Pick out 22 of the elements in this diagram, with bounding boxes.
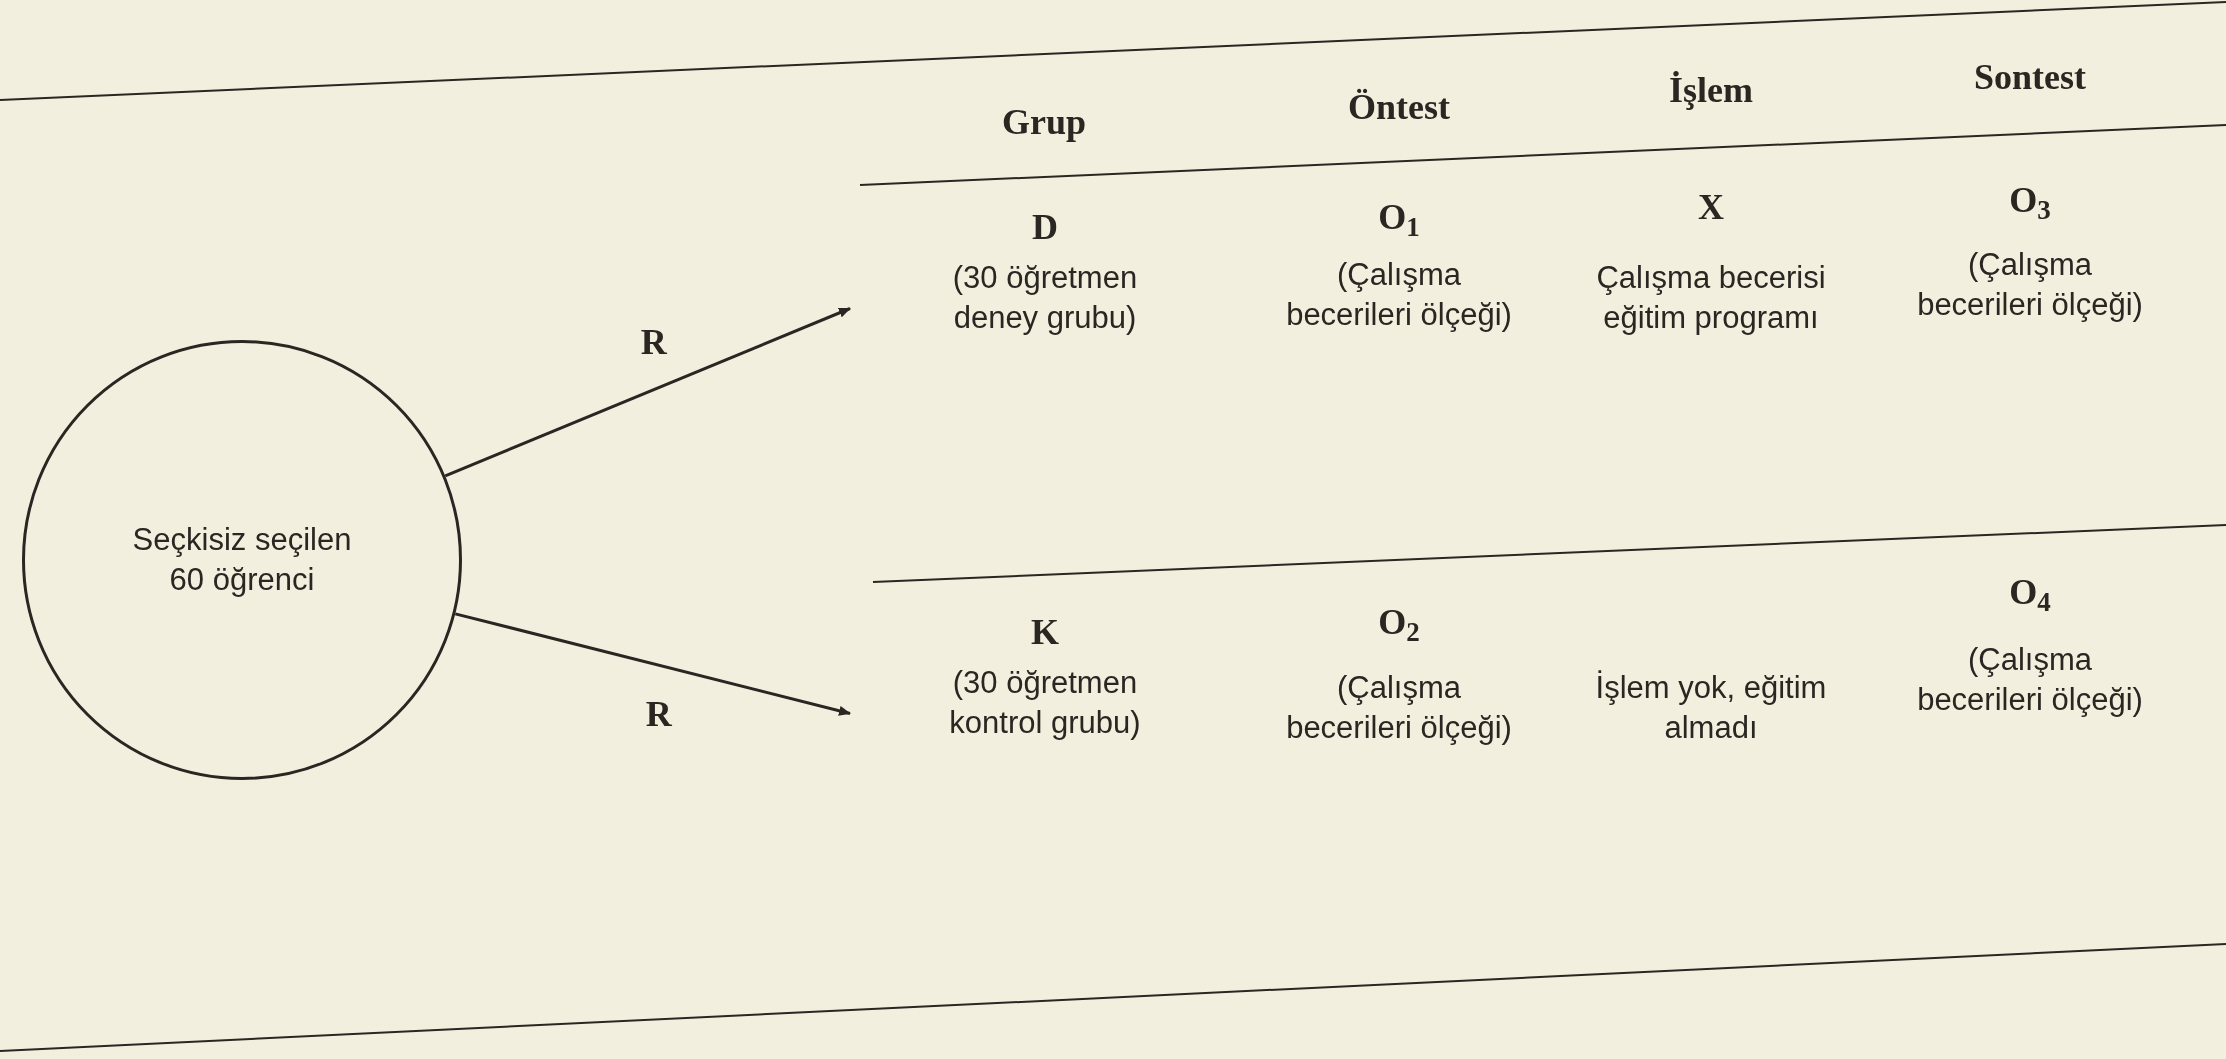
node-text: Seçkisiz seçilen 60 öğrenci <box>131 520 353 599</box>
symbol-label: O$_{1}$ <box>1377 196 1421 240</box>
group-letter: K <box>1031 611 1059 654</box>
column-header: İşlem <box>1668 69 1754 112</box>
symbol-label: O$_{2}$ <box>1377 601 1421 645</box>
node-text: (30 öğretmen kontrol grubu) <box>948 664 1142 743</box>
cell-text: İşlem yok, eğitim almadı <box>1594 669 1828 748</box>
symbol-label: O$_{3}$ <box>2008 179 2052 223</box>
cell-text: (Çalışma becerileri ölçeği) <box>1285 669 1513 748</box>
cell-text: (Çalışma becerileri ölçeği) <box>1285 256 1513 335</box>
symbol-label: O$_{4}$ <box>2008 571 2052 615</box>
arrow <box>444 307 851 478</box>
cell-text: (Çalışma becerileri ölçeği) <box>1916 246 2144 325</box>
cell-text: (Çalışma becerileri ölçeği) <box>1916 641 2144 720</box>
column-header: Sontest <box>1973 56 2087 99</box>
symbol-label: X <box>1697 186 1725 229</box>
arrow <box>454 612 851 716</box>
cell-text: Çalışma becerisi eğitim programı <box>1595 259 1827 338</box>
node-text: (30 öğretmen deney grubu) <box>951 259 1139 338</box>
column-header: Öntest <box>1347 86 1451 129</box>
group-letter: D <box>1032 206 1058 249</box>
column-header: Grup <box>1001 101 1087 144</box>
